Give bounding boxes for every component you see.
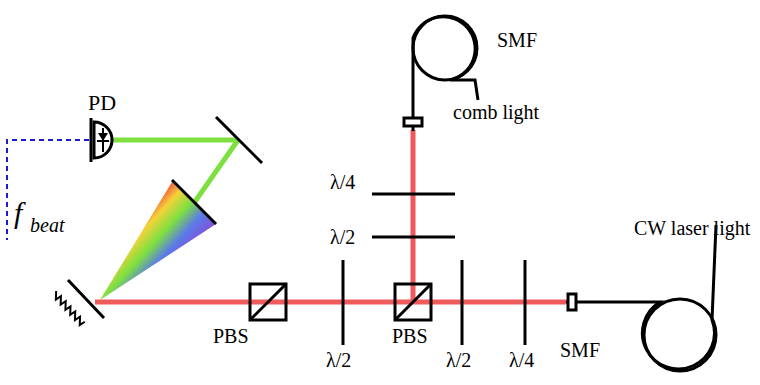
part-label: f (14, 198, 22, 228)
part-label: PBS (213, 326, 249, 346)
filtered-beam (100, 140, 238, 203)
waveplate (343, 194, 525, 345)
part-label: SMF (560, 340, 600, 360)
part-label: λ/4 (330, 172, 355, 192)
part-label: SMF (497, 30, 537, 50)
fiber-collimator (404, 118, 576, 310)
part-label: comb light (453, 102, 539, 122)
part-label: λ/2 (326, 350, 351, 370)
part-label: beat (30, 215, 64, 235)
part-label: λ/2 (330, 227, 355, 247)
part-label: CW laser light (634, 218, 750, 238)
photodiode (91, 118, 112, 162)
beam-splitter-cube (250, 284, 431, 320)
part-label: λ/4 (509, 350, 534, 370)
signal-line (7, 140, 89, 240)
laser-beam (95, 130, 566, 302)
part-label: PD (88, 92, 116, 114)
mirror (172, 117, 262, 224)
part-label: PBS (392, 326, 428, 346)
part-label: λ/2 (446, 350, 471, 370)
diffraction-grating (52, 280, 104, 326)
